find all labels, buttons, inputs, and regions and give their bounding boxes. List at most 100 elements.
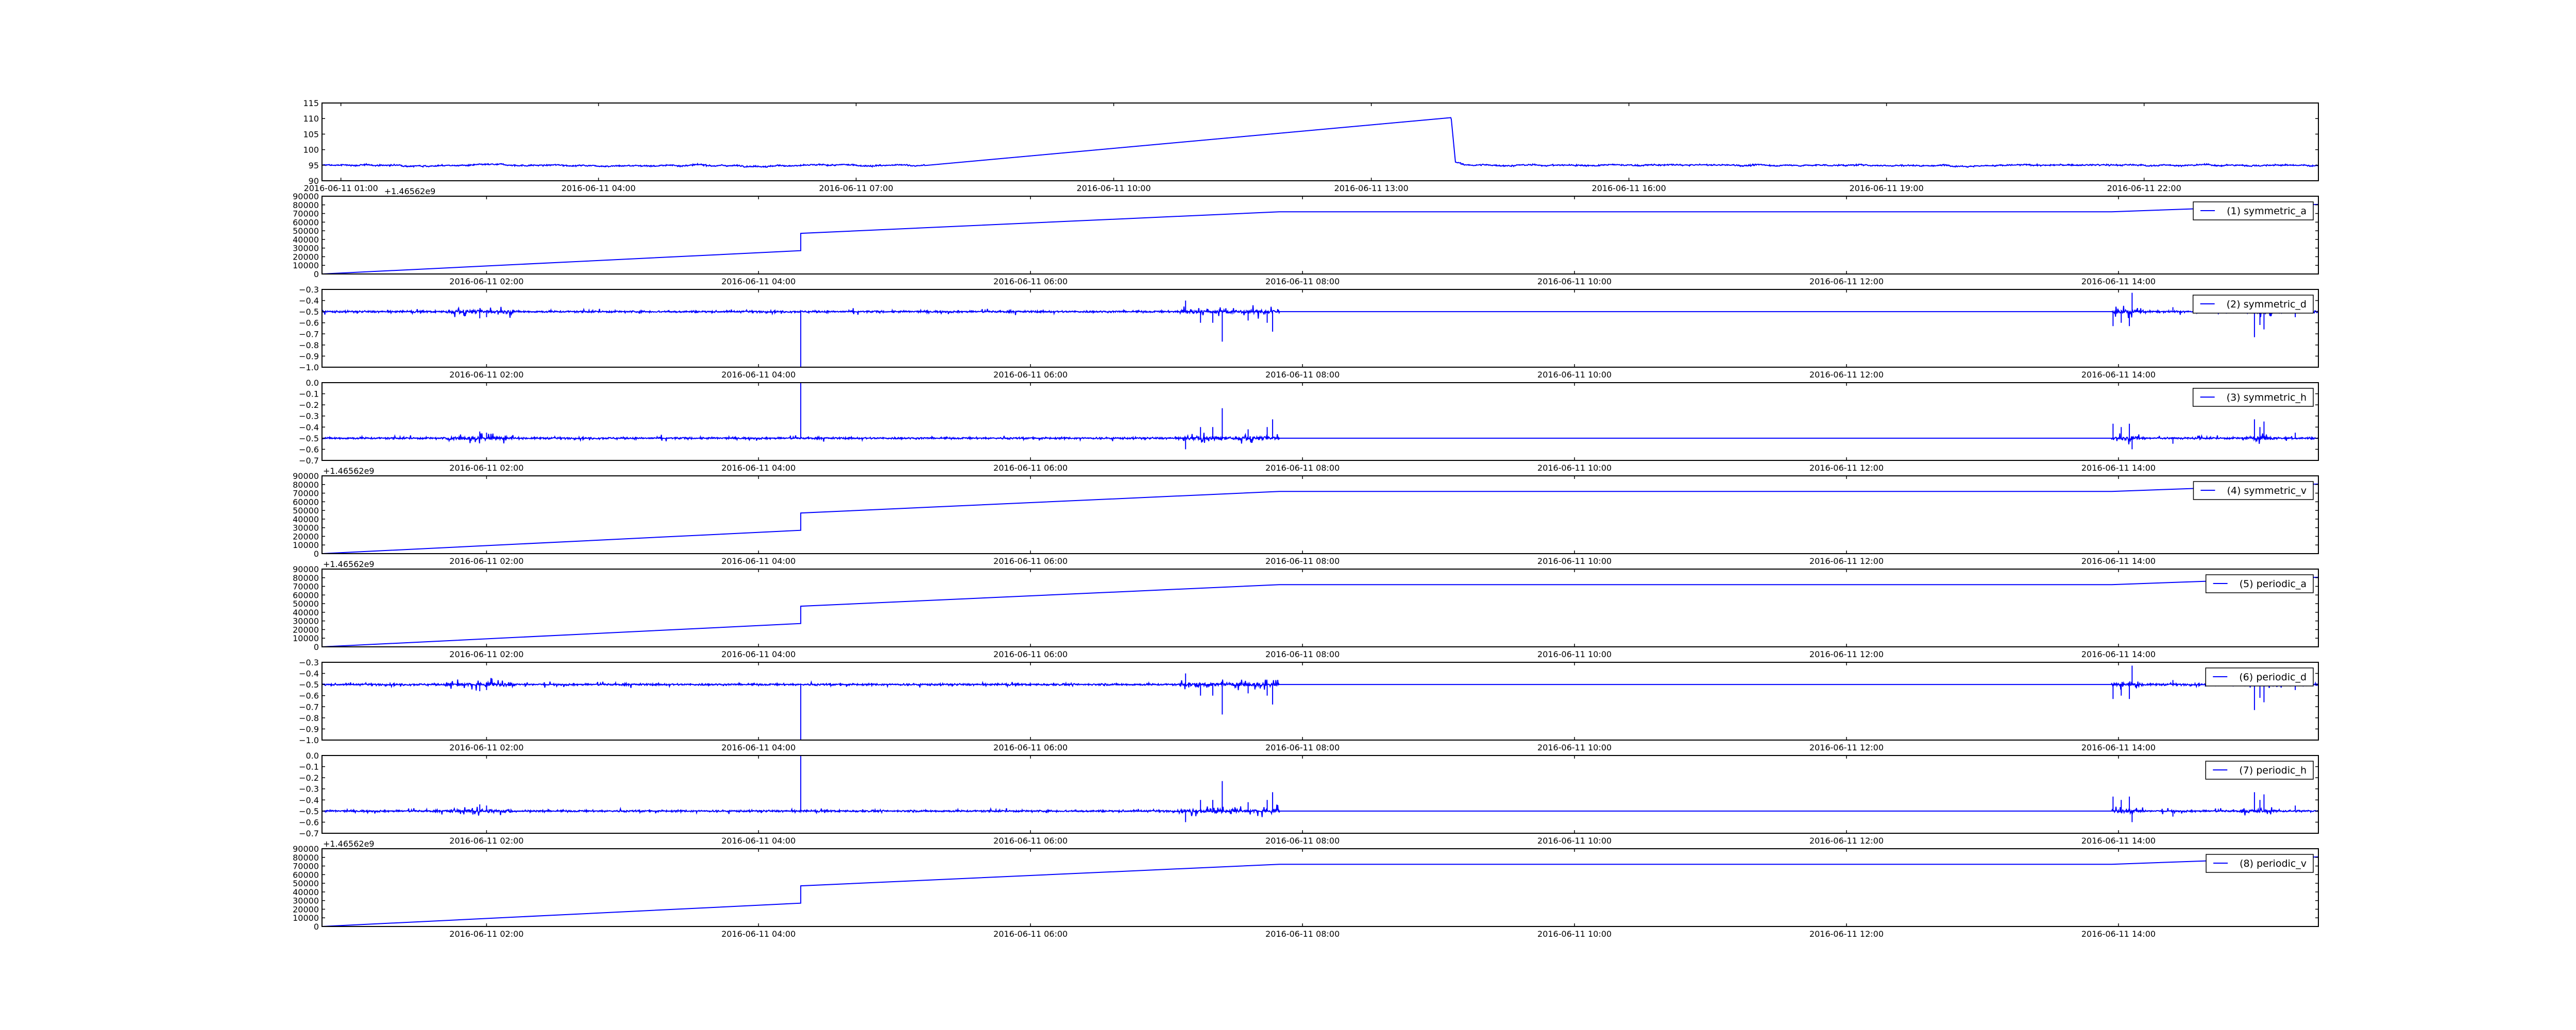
y-tick-label: −0.1 [299,389,319,399]
x-tick-label: 2016-06-11 06:00 [993,929,1067,939]
y-tick-label: 30000 [293,616,319,626]
x-tick-label: 2016-06-11 13:00 [1334,183,1409,193]
y-tick-label: 60000 [293,497,319,507]
series-line [322,483,2318,554]
axes-frame [321,755,2319,834]
y-tick-label: 80000 [293,853,319,863]
x-tick-label: 2016-06-11 02:00 [449,463,523,473]
y-tick-label: 95 [309,161,319,170]
y-tick-label: −0.5 [299,307,319,317]
subplot-3: −1.0−0.9−0.8−0.7−0.6−0.5−0.4−0.32016-06-… [299,285,2319,380]
y-tick-label: 40000 [293,235,319,245]
legend-label: (7) periodic_h [2239,765,2307,776]
axes-frame [321,289,2319,368]
y-tick-label: 30000 [293,244,319,253]
x-tick-label: 2016-06-11 10:00 [1077,183,1151,193]
y-tick-label: 90000 [293,471,319,481]
x-tick-label: 2016-06-11 06:00 [993,836,1067,846]
y-tick-label: −0.8 [299,340,319,350]
x-tick-label: 2016-06-11 04:00 [721,836,795,846]
axes-frame [321,196,2319,274]
x-tick-label: 2016-06-11 06:00 [993,277,1067,286]
y-offset-label: +1.46562e9 [323,559,375,569]
x-tick-label: 2016-06-11 04:00 [562,183,636,193]
x-tick-label: 2016-06-11 10:00 [1537,649,1612,659]
y-tick-label: 20000 [293,252,319,262]
axes-frame [321,569,2319,647]
y-tick-label: −0.4 [299,296,319,306]
y-tick-label: 20000 [293,531,319,541]
x-tick-label: 2016-06-11 12:00 [1809,649,1884,659]
legend: (7) periodic_h [2205,761,2314,780]
legend: (3) symmetric_h [2192,388,2314,407]
y-tick-label: −0.4 [299,795,319,805]
x-tick-label: 2016-06-11 16:00 [1592,183,1666,193]
x-tick-label: 2016-06-11 14:00 [2081,463,2156,473]
y-tick-label: −0.9 [299,351,319,361]
legend-label: (3) symmetric_h [2227,392,2307,403]
x-tick-label: 2016-06-11 12:00 [1809,463,1884,473]
x-tick-label: 2016-06-11 06:00 [993,463,1067,473]
y-tick-label: 115 [303,98,319,108]
legend-label: (2) symmetric_d [2227,299,2307,310]
y-tick-label: −0.6 [299,444,319,454]
y-tick-label: 90000 [293,192,319,201]
y-tick-label: 40000 [293,514,319,524]
y-tick-label: 20000 [293,904,319,914]
y-tick-label: −0.3 [299,658,319,667]
legend-label: (5) periodic_a [2240,578,2307,590]
x-tick-label: 2016-06-11 04:00 [721,556,795,566]
y-tick-label: 50000 [293,226,319,236]
x-tick-label: 2016-06-11 08:00 [1265,929,1340,939]
y-tick-label: −0.7 [299,702,319,712]
y-tick-label: 100 [303,145,319,155]
y-tick-label: 0 [314,269,319,279]
x-tick-label: 2016-06-11 04:00 [721,929,795,939]
x-tick-label: 2016-06-11 06:00 [993,649,1067,659]
x-tick-label: 2016-06-11 08:00 [1265,556,1340,566]
y-tick-label: 40000 [293,887,319,897]
y-tick-label: −0.7 [299,456,319,466]
y-tick-label: 70000 [293,862,319,871]
series-line [322,756,2318,822]
x-tick-label: 2016-06-11 02:00 [449,649,523,659]
y-tick-label: −1.0 [299,735,319,745]
x-tick-label: 2016-06-11 08:00 [1265,370,1340,380]
y-offset-label: +1.46562e9 [323,466,375,476]
y-tick-label: 80000 [293,480,319,490]
y-tick-label: 60000 [293,217,319,227]
x-tick-label: 2016-06-11 14:00 [2081,649,2156,659]
series-line [322,383,2318,450]
x-tick-label: 2016-06-11 10:00 [1537,836,1612,846]
legend: (5) periodic_a [2205,574,2314,593]
y-tick-label: 90 [309,176,319,186]
x-tick-label: 2016-06-11 08:00 [1265,463,1340,473]
x-tick-label: 2016-06-11 06:00 [993,370,1067,380]
legend-box [2205,761,2314,780]
y-tick-label: 50000 [293,879,319,888]
y-tick-label: 70000 [293,582,319,592]
y-tick-label: 70000 [293,489,319,499]
x-tick-label: 2016-06-11 02:00 [449,370,523,380]
x-tick-label: 2016-06-11 12:00 [1809,743,1884,752]
y-tick-label: 70000 [293,209,319,219]
legend: (1) symmetric_a [2193,201,2314,220]
subplot-2: 0100002000030000400005000060000700008000… [293,186,2319,286]
y-tick-label: 90000 [293,844,319,854]
x-tick-label: 2016-06-11 02:00 [449,556,523,566]
x-tick-label: 2016-06-11 04:00 [721,463,795,473]
x-tick-label: 2016-06-11 19:00 [1850,183,1924,193]
subplot-9: 0100002000030000400005000060000700008000… [293,839,2319,939]
y-tick-label: −0.2 [299,400,319,410]
x-tick-label: 2016-06-11 06:00 [993,556,1067,566]
x-tick-label: 2016-06-11 01:00 [304,183,378,193]
x-tick-label: 2016-06-11 04:00 [721,277,795,286]
subplot-8: −0.7−0.6−0.5−0.4−0.3−0.2−0.10.02016-06-1… [299,751,2319,846]
y-tick-label: 0 [314,549,319,559]
series-line [322,665,2318,740]
y-offset-label: +1.46562e9 [384,186,436,196]
series-line [322,117,2318,168]
y-tick-label: −0.2 [299,773,319,783]
legend: (8) periodic_v [2206,854,2314,873]
